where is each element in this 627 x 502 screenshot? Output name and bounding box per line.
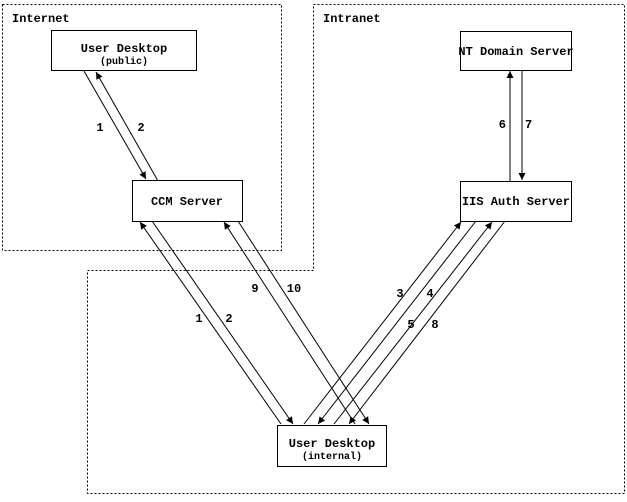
node-user-desktop-public-box — [51, 30, 197, 71]
edge-line-1-public — [83, 70, 147, 180]
node-user-desktop-internal: User Desktop (internal) — [277, 425, 387, 467]
node-nt-domain-server-label: NT Domain Server — [458, 45, 573, 59]
node-ccm-server-box — [132, 180, 243, 222]
edge-line-4 — [317, 220, 477, 425]
edge-label-9: 9 — [251, 282, 258, 296]
edge-label-8: 8 — [431, 318, 438, 332]
node-ccm-server-label: CCM Server — [151, 195, 223, 209]
zone-internet: Internet — [2, 4, 282, 251]
edge-label-2-public: 2 — [137, 121, 144, 135]
edge-line-2-public — [95, 71, 159, 182]
zone-intranet-border — [87, 4, 625, 494]
edge-label-2-internal: 2 — [225, 312, 232, 326]
edge-label-4: 4 — [426, 287, 433, 301]
node-user-desktop-public: User Desktop (public) — [51, 30, 197, 71]
edge-line-5 — [333, 221, 493, 425]
node-user-desktop-public-sublabel: (public) — [100, 56, 148, 68]
node-ccm-server: CCM Server — [132, 180, 243, 222]
edges: 1 2 1 2 9 10 3 4 5 — [83, 70, 532, 425]
edge-line-1-internal — [139, 221, 282, 425]
node-iis-auth-server: IIS Auth Server — [460, 181, 572, 222]
edge-label-10: 10 — [287, 282, 301, 296]
node-nt-domain-server-box — [460, 31, 572, 71]
node-user-desktop-public-label: User Desktop — [81, 42, 167, 56]
edge-line-3 — [303, 221, 462, 425]
node-user-desktop-internal-label: User Desktop — [289, 437, 375, 451]
node-iis-auth-server-box — [460, 181, 572, 222]
edge-line-8 — [348, 220, 506, 425]
node-nt-domain-server: NT Domain Server — [458, 31, 574, 71]
edge-label-6: 6 — [499, 118, 506, 132]
node-user-desktop-internal-box — [277, 425, 387, 467]
zone-internet-border — [2, 4, 282, 251]
zone-intranet: Intranet — [87, 4, 625, 494]
node-iis-auth-server-label: IIS Auth Server — [462, 195, 570, 209]
edge-label-3: 3 — [396, 287, 403, 301]
edge-label-7: 7 — [525, 118, 532, 132]
edge-line-9 — [223, 221, 356, 425]
edge-line-10 — [237, 220, 370, 425]
edge-label-1-public: 1 — [96, 121, 103, 135]
edge-label-1-internal: 1 — [195, 312, 202, 326]
zone-intranet-label: Intranet — [323, 12, 381, 26]
edge-label-5: 5 — [407, 318, 414, 332]
zone-internet-label: Internet — [12, 12, 70, 26]
edge-line-2-internal — [151, 220, 294, 425]
node-user-desktop-internal-sublabel: (internal) — [302, 451, 362, 463]
